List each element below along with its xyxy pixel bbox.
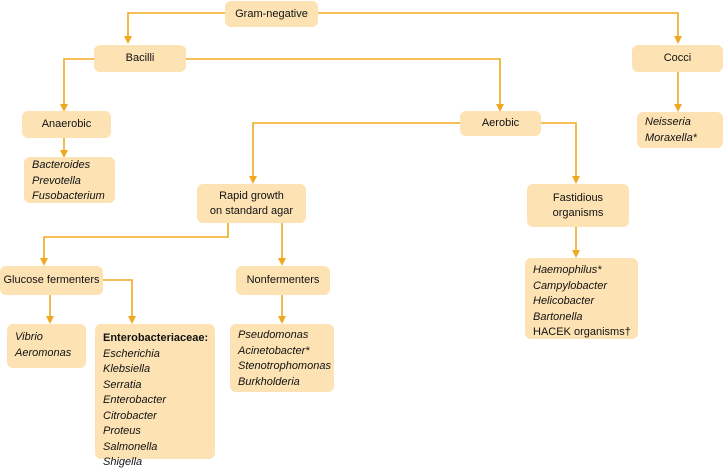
arrow-rapid-to-glucose [40, 223, 229, 266]
list-item: Neisseria [645, 116, 691, 128]
node-aerobic: Aerobic [460, 111, 541, 136]
list-item: Enterobacter [103, 394, 166, 406]
arrow-glucose-to-entero [103, 279, 136, 324]
list-fastidious: Haemophilus* Campylobacter Helicobacter … [525, 258, 638, 339]
list-item: Vibrio [15, 331, 43, 343]
arrow-root-to-bacilli [124, 12, 225, 44]
list-nonfermenters: Pseudomonas Acinetobacter* Stenotrophomo… [230, 324, 334, 392]
list-vibrio: Vibrio Aeromonas [7, 324, 86, 368]
arrow-root-to-cocci [318, 12, 682, 44]
list-anaerobic: Bacteroides Prevotella Fusobacterium [24, 157, 115, 203]
list-item: Serratia [103, 378, 142, 391]
node-glucose-fermenters: Glucose fermenters [0, 266, 103, 295]
list-item: Burkholderia [238, 375, 300, 388]
fastidious-line1: Fastidious [552, 191, 604, 204]
node-anaerobic: Anaerobic [22, 111, 111, 138]
list-item: HACEK organisms† [533, 326, 631, 338]
list-item: Shigella [103, 456, 143, 468]
arrow-aerobic-to-fastidious [541, 122, 580, 184]
list-item: Proteus [103, 425, 141, 437]
list-item: Haemophilus* [533, 264, 602, 276]
rapid-growth-line2: on standard agar [209, 204, 294, 217]
list-item: Klebsiella [103, 363, 151, 375]
node-gram-negative: Gram-negative [225, 1, 318, 27]
node-rapid-growth: Rapid growth on standard agar [197, 184, 306, 223]
list-item: Moraxella* [645, 131, 697, 144]
node-bacilli: Bacilli [94, 45, 186, 72]
list-item: Helicobacter [533, 295, 595, 307]
arrow-bacilli-to-anaerobic [60, 58, 94, 112]
list-item: Pseudomonas [238, 329, 309, 341]
rapid-growth-line1: Rapid growth [219, 189, 284, 202]
arrow-aerobic-to-rapid [249, 122, 460, 184]
list-item: Campylobacter [533, 279, 607, 292]
list-item: Salmonella [103, 440, 158, 453]
list-item: Prevotella [32, 174, 81, 187]
list-item: Fusobacterium [32, 190, 105, 202]
list-item: Escherichia [103, 347, 160, 360]
list-item: Stenotrophomonas [238, 360, 331, 372]
node-nonfermenters: Nonfermenters [236, 266, 330, 295]
connector-layer [40, 12, 682, 324]
list-item: Bacteroides [32, 159, 91, 171]
list-enterobacteriaceae: Enterobacteriaceae: Escherichia Klebsiel… [95, 324, 215, 468]
list-header: Enterobacteriaceae: [103, 332, 209, 344]
list-item: Acinetobacter* [238, 344, 310, 357]
list-item: Aeromonas [15, 346, 72, 359]
fastidious-line2: organisms [552, 206, 604, 219]
list-item: Bartonella [533, 310, 583, 323]
arrow-bacilli-to-aerobic [186, 58, 504, 112]
list-cocci: Neisseria Moraxella* [637, 112, 723, 148]
node-fastidious: Fastidious organisms [527, 184, 629, 227]
list-item: Citrobacter [103, 409, 157, 422]
node-cocci: Cocci [632, 45, 723, 72]
